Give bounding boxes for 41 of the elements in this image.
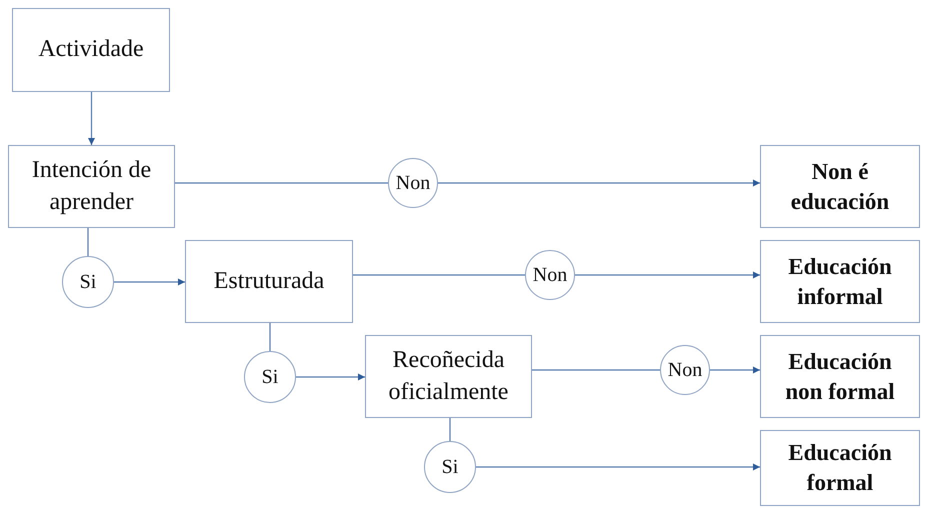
node-label: Educación formal: [787, 439, 893, 497]
connector-line: [269, 323, 271, 351]
answer-circle: [388, 158, 438, 208]
node-label: Si: [80, 270, 96, 295]
node-label: Non é educación: [790, 158, 890, 216]
arrow: [114, 278, 185, 286]
arrow: [476, 464, 760, 470]
process-box: [185, 240, 353, 323]
result-box: [760, 430, 920, 506]
process-box: [8, 145, 175, 228]
answer-circle: [244, 351, 296, 403]
node-label: Estruturada: [214, 266, 324, 296]
node-label: Non: [532, 263, 568, 288]
node-label: Intención de aprender: [30, 156, 152, 216]
result-box: [760, 145, 920, 228]
connector-line: [175, 182, 388, 184]
node-label: Si: [442, 455, 458, 480]
node-label: Educación informal: [787, 252, 893, 310]
arrow: [88, 92, 95, 145]
node-label: Non: [668, 358, 702, 383]
process-box: [12, 8, 170, 92]
connector-line: [449, 418, 451, 441]
node-label: Educación non formal: [784, 348, 896, 406]
node-label: Non: [396, 171, 430, 196]
arrow: [710, 366, 760, 374]
arrow: [438, 180, 760, 186]
node-label: Recoñecida oficialmente: [388, 346, 510, 406]
node-label: Si: [262, 365, 278, 390]
connector-line: [532, 369, 660, 371]
arrow: [296, 374, 365, 380]
process-box: [365, 335, 532, 418]
arrow: [575, 272, 760, 278]
answer-circle: [660, 345, 710, 395]
result-box: [760, 335, 920, 418]
node-label: Actividade: [38, 35, 144, 64]
connector-line: [87, 228, 89, 256]
answer-circle: [424, 441, 476, 493]
connector-line: [353, 274, 525, 276]
answer-circle: [62, 256, 114, 308]
answer-circle: [525, 250, 575, 300]
result-box: [760, 240, 920, 323]
